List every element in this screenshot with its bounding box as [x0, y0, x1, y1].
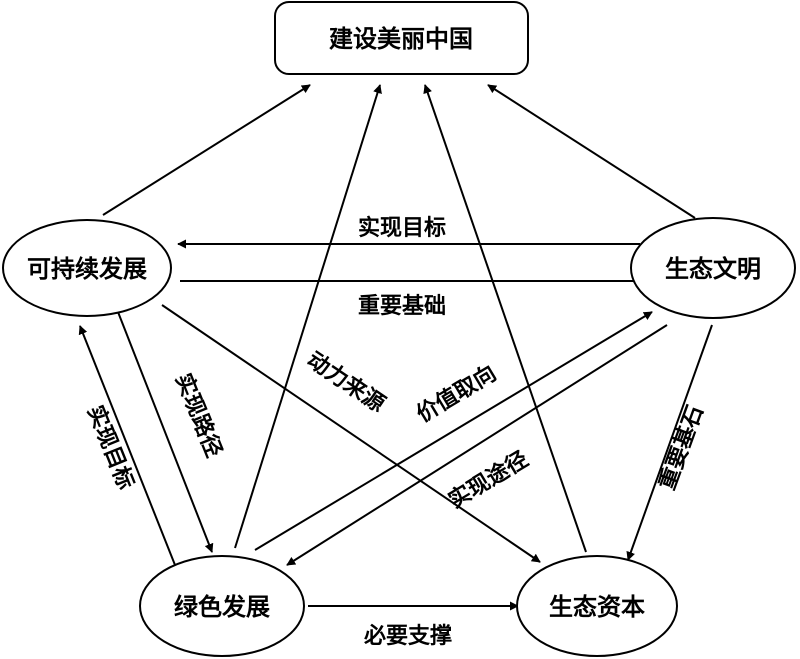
label-right-side-down: 重要基石 [655, 402, 709, 493]
label-dynamic-source: 动力来源 [302, 348, 389, 418]
node-bottom-right-label: 生态资本 [549, 593, 645, 621]
node-right: 生态文明 [630, 217, 796, 319]
edge-right-to-capital [626, 324, 713, 561]
edge-green-to-right [254, 311, 653, 551]
label-left-side-up: 实现目标 [82, 402, 139, 493]
label-value-orientation: 价值取向 [412, 360, 501, 428]
edge-right-to-green [286, 324, 668, 566]
node-bottom-left-label: 绿色发展 [174, 593, 270, 621]
edge-left-to-capital [161, 304, 541, 563]
node-left: 可持续发展 [2, 219, 172, 317]
node-left-label: 可持续发展 [27, 255, 147, 283]
label-left-to-right: 重要基础 [358, 294, 446, 319]
node-right-label: 生态文明 [665, 255, 761, 283]
edge-capital-to-top [423, 84, 587, 553]
edge-green-to-top [234, 84, 382, 549]
edge-green-to-left [78, 325, 176, 566]
node-top-label: 建设美丽中国 [329, 25, 473, 53]
edge-left-to-green [117, 311, 214, 553]
node-bottom-right: 生态资本 [516, 555, 678, 657]
edge-right-to-top [487, 84, 696, 219]
node-top: 建设美丽中国 [274, 1, 529, 75]
label-left-to-green: 实现路径 [170, 370, 227, 461]
edge-left-to-top [102, 84, 311, 216]
label-green-to-capital: 必要支撑 [364, 623, 452, 649]
label-right-to-left: 实现目标 [358, 215, 446, 241]
node-bottom-left: 绿色发展 [139, 555, 305, 657]
